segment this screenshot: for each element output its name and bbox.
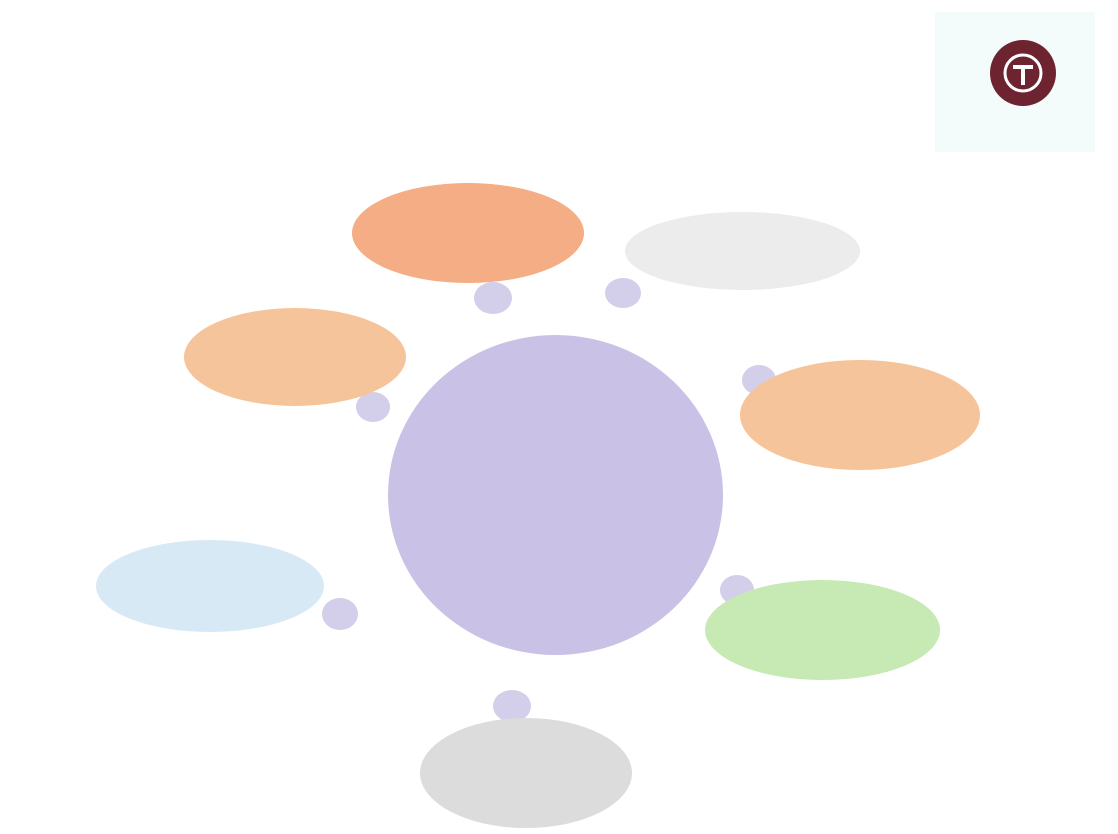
lower-left-node — [96, 540, 324, 632]
connector-dot — [493, 690, 531, 722]
connector-dot — [356, 392, 390, 422]
central-topic-node — [388, 335, 723, 655]
right-node — [740, 360, 980, 470]
bottom-node — [420, 718, 632, 828]
top-right-node — [625, 212, 860, 290]
logo — [935, 12, 1095, 152]
connector-dot — [322, 598, 358, 630]
connector-dot — [605, 278, 641, 308]
lower-right-node — [705, 580, 940, 680]
connector-dot — [474, 282, 512, 314]
top-left-node — [352, 183, 584, 283]
institution-logo-icon — [990, 40, 1056, 106]
left-node — [184, 308, 406, 406]
